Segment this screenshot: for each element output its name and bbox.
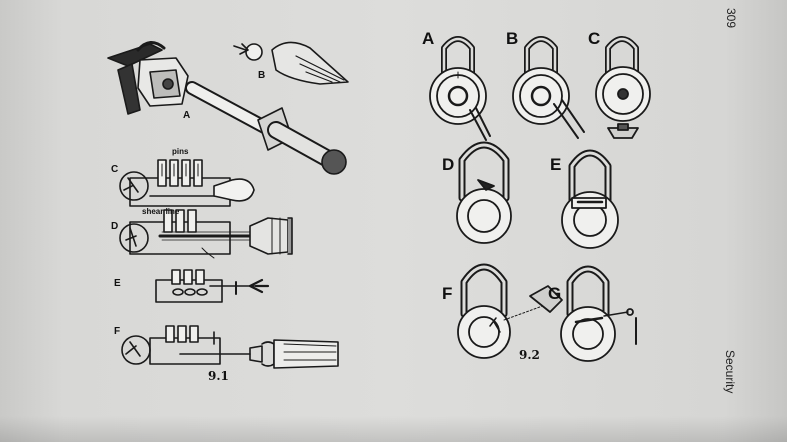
fig91-label-b: B [258,70,265,81]
fig92-panel-g-shim-pin [560,265,637,362]
fig92-panel-b-combination-lock [512,36,585,139]
figure-9-2-caption: 9.2 [519,348,540,362]
fig91-label-c: C [111,164,118,175]
page-bottom-shadow [0,416,787,442]
fig92-label-a: A [422,29,434,48]
fig92-label-d: D [442,155,454,174]
fig92-label-b: B [506,29,518,48]
fig91-annotation-pins: pins [172,147,189,156]
fig91-label-d: D [111,221,118,232]
fig91-label-a: A [183,110,190,121]
fig92-panel-f-drilling [457,263,563,359]
fig92-panel-d-shackle-shim [456,141,512,244]
fig91-panel-c-pin-tumbler [119,159,255,207]
fig92-panel-e-shackle-shim [561,149,619,249]
fig91-label-e: E [114,278,121,289]
fig92-panel-a-combination-lock [429,36,491,141]
fig92-label-g: G [548,284,561,303]
fig92-label-c: C [588,29,600,48]
fig91-panel-f-screwdriver [121,325,339,369]
fig91-panel-e-pick [155,269,270,303]
fig92-label-e: E [550,155,561,174]
fig91-panel-d-drilling [119,209,293,259]
figure-9-1-caption: 9.1 [208,369,229,383]
fig91-panel-b-cone [233,41,349,85]
fig91-annotation-shear-line: shear line [142,207,180,216]
fig91-panel-a-padlock [107,41,347,175]
fig92-label-f: F [442,284,452,303]
fig92-panel-c-combination-lock [595,36,651,139]
fig91-label-f: F [114,326,120,337]
